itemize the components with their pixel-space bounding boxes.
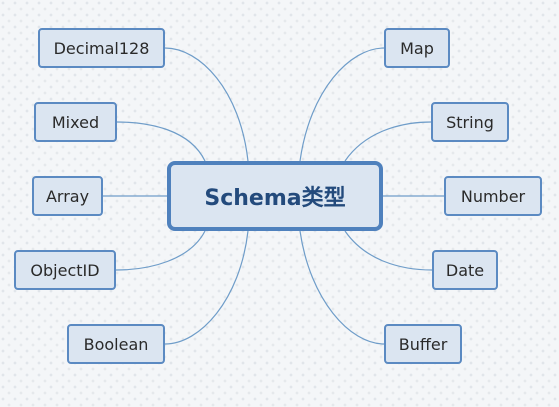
topic-decimal128[interactable]: Decimal128 [38,28,165,68]
connector-objectid [115,230,206,271]
topic-label: Number [460,186,526,206]
topic-objectid[interactable]: ObjectID [14,250,116,290]
central-topic-label: Schema类型 [204,186,346,211]
connector-string [344,121,432,162]
topic-label: Map [400,38,434,58]
connector-map [299,47,385,162]
connector-boolean [164,230,249,345]
topic-label: Buffer [398,334,448,354]
topic-mixed[interactable]: Mixed [34,102,117,142]
connector-buffer [299,230,385,345]
topic-map[interactable]: Map [384,28,450,68]
topic-label: ObjectID [30,260,100,280]
topic-buffer[interactable]: Buffer [384,324,462,364]
topic-string[interactable]: String [431,102,509,142]
connector-decimal128 [164,47,249,162]
central-topic[interactable]: Schema类型 [167,161,383,231]
topic-array[interactable]: Array [32,176,103,216]
connector-mixed [116,121,206,162]
topic-boolean[interactable]: Boolean [67,324,165,364]
topic-label: Array [45,186,90,206]
topic-label: Mixed [51,112,100,132]
topic-label: Boolean [83,334,149,354]
topic-number[interactable]: Number [444,176,542,216]
topic-label: String [446,112,494,132]
topic-label: Decimal128 [53,38,150,58]
connector-date [344,230,433,271]
topic-date[interactable]: Date [432,250,498,290]
topic-label: Date [445,260,485,280]
